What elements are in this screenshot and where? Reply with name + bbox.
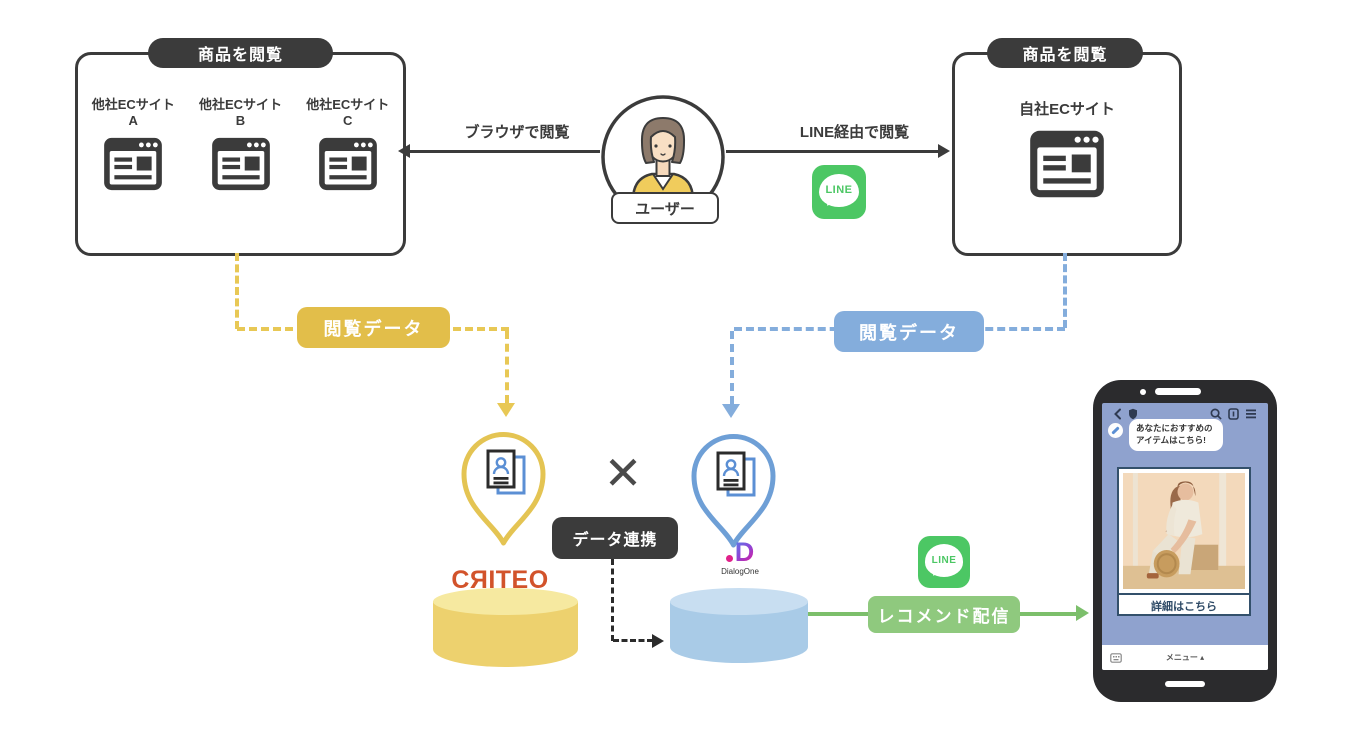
dialogone-mark: D [734, 537, 755, 567]
ec-site-a-sub: A [128, 113, 138, 129]
blue-flow-vertical-1 [1063, 253, 1067, 328]
dialogone-audience-pin-icon [691, 434, 776, 548]
browser-arrow-label: ブラウザで閲覧 [464, 124, 570, 141]
data-link-arrowhead-icon [652, 634, 664, 648]
chat-menu-bar: メニュー ▴ [1102, 645, 1268, 670]
ec-site-b: 他社ECサイト B [189, 97, 293, 191]
yellow-browsing-data-badge: 閲覧データ [297, 307, 450, 348]
home-indicator [1165, 681, 1205, 687]
dialogone-database [670, 588, 808, 663]
chat-nav-bar [1102, 405, 1268, 423]
blue-browsing-data-badge: 閲覧データ [834, 311, 984, 352]
yellow-flow-vertical-1 [235, 253, 239, 329]
recommend-line-1 [808, 612, 870, 616]
yellow-flow-vertical-2 [505, 331, 509, 403]
line-arrow-line [726, 150, 938, 153]
id-card-icon [716, 451, 756, 497]
line-bubble-icon: LINE [819, 173, 859, 208]
criteo-logo: CЯITEO [451, 566, 549, 594]
chat-message-line1: あなたにおすすめの [1136, 423, 1213, 433]
other-ec-sites-panel: 他社ECサイト A 他社ECサイト B 他社ECサイト C [75, 52, 406, 256]
call-icon [1228, 408, 1239, 420]
recommend-line-2 [1020, 612, 1078, 616]
browser-icon [1030, 130, 1104, 198]
recommend-arrowhead-icon [1076, 605, 1089, 621]
recommendation-card: 詳細はこちら [1117, 467, 1251, 616]
blue-arrowhead-icon [722, 404, 740, 418]
chat-message-line2: アイテムはこちら! [1136, 434, 1206, 445]
chat-sender-avatar [1108, 423, 1123, 438]
line-bubble-icon: LINE [924, 544, 964, 577]
ec-site-b-label: 他社ECサイト [198, 97, 283, 112]
camera-icon [1140, 389, 1146, 395]
yellow-arrowhead-icon [497, 403, 515, 417]
own-ec-site-label: 自社ECサイト [1019, 101, 1115, 118]
data-link-vertical [611, 559, 614, 641]
recommend-badge: レコメンド配信 [868, 596, 1020, 633]
line-arrow-label: LINE経由で閲覧 [799, 124, 910, 141]
id-card-icon [486, 449, 526, 495]
user-label: ユーザー [611, 192, 719, 224]
fashion-model-illustration [1123, 473, 1245, 589]
browser-icon [211, 138, 270, 191]
ec-site-a: 他社ECサイト A [81, 97, 185, 191]
ec-site-c-label: 他社ECサイト [306, 97, 390, 112]
dialogone-dot-icon [725, 555, 733, 562]
line-app-icon: LINE [918, 536, 970, 588]
pencil-icon [1111, 426, 1120, 435]
product-photo [1123, 473, 1245, 589]
browser-arrow-line [408, 150, 600, 153]
browser-icon [104, 138, 163, 191]
own-ec-site-panel: 自社ECサイト [952, 52, 1182, 256]
dialogone-logo: D DialogOne [704, 537, 776, 577]
ec-site-a-label: 他社ECサイト [91, 97, 175, 112]
ec-site-c-sub: C [343, 113, 353, 129]
right-panel-badge: 商品を閲覧 [987, 38, 1143, 68]
shield-icon [1129, 408, 1137, 420]
details-button: 詳細はこちら [1119, 593, 1249, 616]
dialogone-name: DialogOne [721, 567, 759, 576]
browser-icon [318, 138, 377, 191]
left-panel-badge: 商品を閲覧 [148, 38, 333, 68]
arrowhead-left-icon [398, 144, 410, 158]
menu-label: メニュー ▴ [1165, 653, 1205, 662]
criteo-database [433, 588, 578, 667]
criteo-audience-pin-icon [461, 432, 546, 546]
chat-message-bubble: あなたにおすすめの アイテムはこちら! [1129, 419, 1223, 451]
menu-icon [1246, 409, 1256, 419]
smartphone: あなたにおすすめの アイテムはこちら! [1093, 380, 1277, 702]
search-icon [1210, 408, 1222, 420]
keyboard-icon [1110, 652, 1122, 663]
data-link-badge: データ連携 [552, 517, 678, 559]
line-chat-screen: あなたにおすすめの アイテムはこちら! [1102, 403, 1268, 670]
line-app-icon: LINE [812, 165, 866, 219]
ec-site-b-sub: B [235, 113, 246, 129]
cross-icon: ✕ [603, 447, 643, 499]
speaker-icon [1155, 388, 1201, 395]
arrowhead-right-icon [938, 144, 950, 158]
data-link-horizontal [613, 639, 653, 642]
ec-site-c: 他社ECサイト C [296, 97, 400, 191]
back-icon [1114, 408, 1121, 420]
blue-flow-vertical-2 [730, 331, 734, 404]
